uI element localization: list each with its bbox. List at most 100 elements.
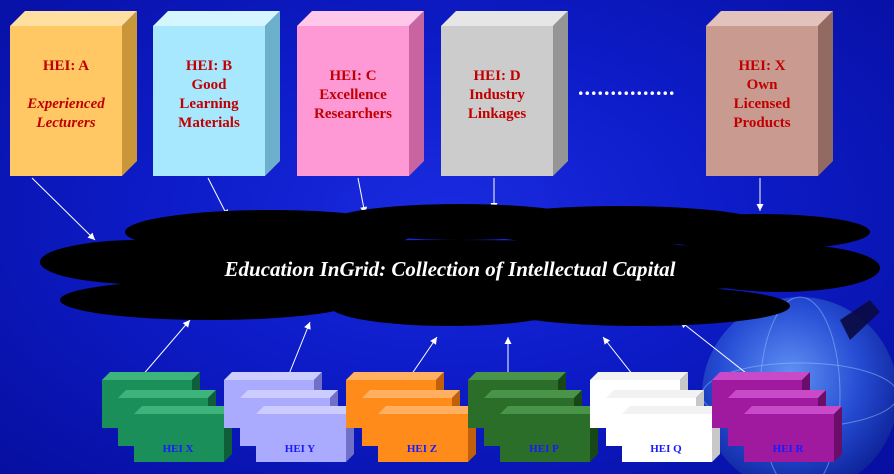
top-box-hei-x-side [818,11,833,176]
stack-layer-top [378,406,476,414]
stack-layer-side [834,406,842,462]
top-box-hei-c-front [297,26,409,176]
box-text-hei-x: HEI: X Own Licensed Products [706,57,818,133]
stack-label-hei-q: HEI Q [650,443,682,455]
box-code: HEI: A [42,58,90,74]
stack-layer-top [500,406,598,414]
arrow [756,178,764,211]
box-line: Products [733,115,791,131]
stack-label-hei-z: HEI Z [406,443,438,455]
stack-layer-top [362,390,460,398]
arrow-head [430,337,437,345]
box-line: Researchers [313,106,393,122]
box-text-hei-c: HEI: C Excellence Researchers [297,67,409,124]
stack-layer-front [500,414,590,462]
box-line: Industry [469,87,525,103]
stack-hei-r [712,372,842,462]
stack-layer-top [224,372,322,380]
stack-layer [744,406,842,462]
stack-hei-z [346,372,476,462]
stack-layer-top [118,390,216,398]
top-box-hei-a-top [10,11,137,26]
stack-layer-top [346,372,444,380]
box-text-hei-d: HEI: D Industry Linkages [441,67,553,124]
box-code: HEI: X [738,58,786,74]
box-line: Materials [178,115,240,131]
stack-label-hei-p: HEI P [529,443,559,455]
arrow [31,177,96,241]
stack-hei-q [590,372,720,462]
top-box-hei-d-front [441,26,553,176]
stack-layer-front [134,414,224,462]
top-box-hei-c-side [409,11,424,176]
stack-label-hei-x: HEI X [162,443,194,455]
stack-layer-top [240,390,338,398]
arrow-head [603,337,611,345]
stack-layer-top [256,406,354,414]
ellipsis-dots: ............... [578,78,676,98]
top-box-hei-c [297,11,424,176]
stack-layer-front [622,414,712,462]
top-box-hei-a-side [122,11,137,176]
stack-layer [622,406,720,462]
stack-layer-top [590,372,688,380]
stack-hei-y [224,372,354,462]
top-box-hei-d-side [553,11,568,176]
education-cloud [40,204,880,326]
stack-layer-top [102,372,200,380]
box-text-hei-b: HEI: B Good Learning Materials [153,57,265,133]
stack-layer-top [134,406,232,414]
top-box-hei-x-top [706,11,833,26]
box-line: Learning [179,96,239,112]
cloud-title: Education InGrid: Collection of Intellec… [224,257,676,281]
top-box-hei-b [153,11,280,176]
box-line: Linkages [467,106,527,122]
box-line: Excellence [319,87,387,103]
top-box-hei-b-front [153,26,265,176]
top-box-hei-x [706,11,833,176]
top-boxes [10,11,833,176]
stack-layer-top [712,372,810,380]
hei-stacks [102,372,842,462]
stack-layer-front [256,414,346,462]
top-box-hei-a [10,11,137,176]
box-code: HEI: C [329,68,377,84]
stack-layer-top [606,390,704,398]
arrow-line [31,177,96,241]
arrow [357,177,368,215]
stack-layer [378,406,476,462]
stack-layer-top [744,406,842,414]
box-line: Good [191,77,227,93]
top-box-hei-d-top [441,11,568,26]
arrow-head [504,337,512,344]
box-line: Experienced [27,96,105,112]
top-box-hei-d [441,11,568,176]
box-line: Licensed [733,96,791,112]
stack-hei-p [468,372,598,462]
top-box-hei-a-front [10,26,122,176]
top-box-hei-x-front [706,26,818,176]
arrow-head [304,322,311,330]
box-text-hei-a: HEI: A Experienced Lecturers [10,57,122,133]
box-line: Own [746,77,778,93]
stack-layer-top [468,372,566,380]
box-line: Lecturers [36,115,96,131]
top-box-hei-b-side [265,11,280,176]
stack-hei-x [102,372,232,462]
stack-layer [134,406,232,462]
stack-layer-front [744,414,834,462]
top-box-hei-c-top [297,11,424,26]
box-code: HEI: B [185,58,233,74]
stack-layer-front [378,414,468,462]
arrow-line [207,177,229,218]
arrow-head [182,320,190,328]
stack-label-hei-r: HEI R [772,443,804,455]
stack-label-hei-y: HEI Y [284,443,316,455]
top-box-hei-b-top [153,11,280,26]
arrow-head [87,232,95,240]
stack-layer-top [622,406,720,414]
box-code: HEI: D [473,68,521,84]
stack-layer-top [728,390,826,398]
arrow-head [756,204,764,211]
